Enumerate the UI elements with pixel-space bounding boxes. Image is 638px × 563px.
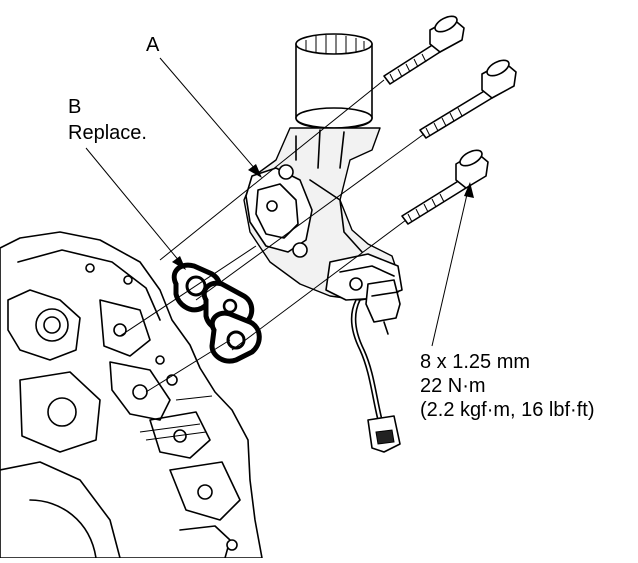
leader-a <box>159 57 262 178</box>
torque-spec: 8 x 1.25 mm 22 N·m (2.2 kgf·m, 16 lbf·ft… <box>420 350 595 422</box>
bolt-size-text: 8 x 1.25 mm <box>420 351 531 373</box>
flange-bolt-3 <box>401 149 489 225</box>
oil-filter <box>295 33 373 130</box>
torque-alt-text: (2.2 kgf·m, 16 lbf·ft) <box>420 399 595 421</box>
engine-block <box>0 231 263 559</box>
leader-b <box>85 147 186 270</box>
oil-filter-housing-a <box>243 127 403 301</box>
callout-label-a: A <box>146 34 160 56</box>
flange-bolt-1 <box>383 15 465 85</box>
callout-label-b: B <box>68 96 82 118</box>
callout-note-replace: Replace. <box>68 122 147 144</box>
leader-torque <box>431 182 474 347</box>
torque-nm-text: 22 N·m <box>420 375 486 397</box>
gasket-set-b <box>171 262 262 364</box>
oil-pressure-sensor <box>350 279 401 453</box>
flange-bolt-2 <box>419 59 517 139</box>
alignment-lines <box>119 79 425 393</box>
